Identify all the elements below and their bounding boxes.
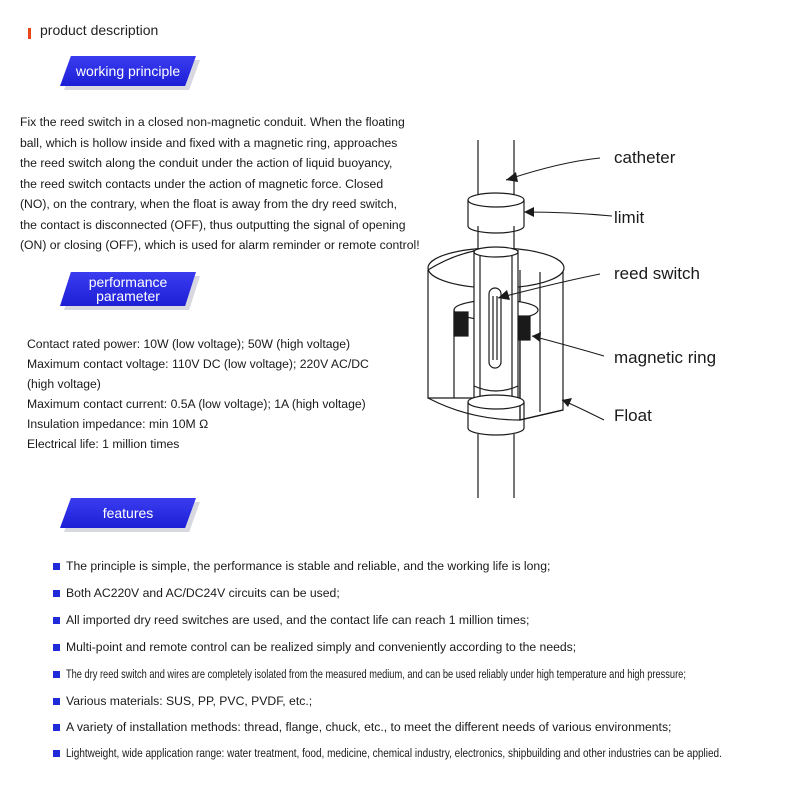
label-limit: limit <box>614 208 645 227</box>
limit-leader <box>523 211 613 217</box>
bullet-square-icon <box>53 589 60 597</box>
bullet-square-icon <box>53 562 60 570</box>
list-item: Both AC220V and AC/DC24V circuits can be… <box>53 584 340 602</box>
performance-line: Contact rated power: 10W (low voltage); … <box>27 337 351 351</box>
bullet-square-icon <box>53 749 60 757</box>
features-banner: features <box>60 498 200 532</box>
list-item: Lightweight, wide application range: wat… <box>53 744 800 762</box>
working-principle-paragraph: Fix the reed switch in a closed non-magn… <box>20 112 448 256</box>
bullet-square-icon <box>53 697 60 705</box>
catheter-upper-tube <box>477 140 515 200</box>
list-item: All imported dry reed switches are used,… <box>53 611 529 629</box>
magnetic-ring-right <box>517 315 531 341</box>
catheter-lower-tube <box>477 434 515 498</box>
reed-switch-capsule <box>488 287 502 369</box>
list-item: The dry reed switch and wires are comple… <box>53 665 800 683</box>
limit-ring-bottom <box>467 394 525 436</box>
label-magnetic-ring: magnetic ring <box>614 348 717 367</box>
performance-line: Maximum contact voltage: 110V DC (low vo… <box>27 357 369 371</box>
paragraph-line: the reed switch along the conduit under … <box>20 156 393 170</box>
page-title: product description <box>40 22 159 38</box>
paragraph-line: the contact is disconnected (OFF), thus … <box>20 217 406 232</box>
limit-ring-top <box>467 192 525 234</box>
label-float: Float <box>614 406 652 425</box>
reed-switch-leader <box>497 273 601 299</box>
performance-line: Electrical life: 1 million times <box>27 437 180 451</box>
features-title: features <box>102 505 154 521</box>
label-reed-switch: reed switch <box>614 264 700 283</box>
paragraph-line: Fix the reed switch in a closed non-magn… <box>20 115 405 129</box>
working-principle-banner: working principle <box>60 56 200 90</box>
header-accent-bar <box>28 28 31 39</box>
performance-line: Maximum contact current: 0.5A (low volta… <box>27 397 366 411</box>
performance-line: (high voltage) <box>27 377 101 391</box>
catheter-leader <box>505 157 601 181</box>
paragraph-line: (NO), on the contrary, when the float is… <box>20 197 398 211</box>
bullet-square-icon <box>53 643 60 651</box>
magnetic-ring-left <box>453 311 469 337</box>
list-item: Various materials: SUS, PP, PVC, PVDF, e… <box>53 692 312 710</box>
list-item: Multi-point and remote control can be re… <box>53 638 576 656</box>
performance-list: Contact rated power: 10W (low voltage); … <box>27 334 427 454</box>
working-principle-title: working principle <box>75 63 181 79</box>
list-item: The principle is simple, the performance… <box>53 557 550 575</box>
performance-title-line2: parameter <box>96 288 160 304</box>
bullet-square-icon <box>53 616 60 624</box>
performance-parameter-banner: performance parameter <box>60 272 200 310</box>
bullet-square-icon <box>53 723 60 731</box>
bullet-square-icon <box>53 670 60 678</box>
list-item: A variety of installation methods: threa… <box>53 718 671 736</box>
paragraph-line: ball, which is hollow inside and fixed w… <box>20 135 398 150</box>
performance-title-line1: performance <box>88 274 168 290</box>
performance-line: Insulation impedance: min 10M Ω <box>27 417 209 431</box>
label-catheter: catheter <box>614 148 676 167</box>
paragraph-line: (ON) or closing (OFF), which is used for… <box>20 238 420 252</box>
paragraph-line: the reed switch contacts under the actio… <box>20 176 384 191</box>
arrow-heads <box>498 172 572 407</box>
